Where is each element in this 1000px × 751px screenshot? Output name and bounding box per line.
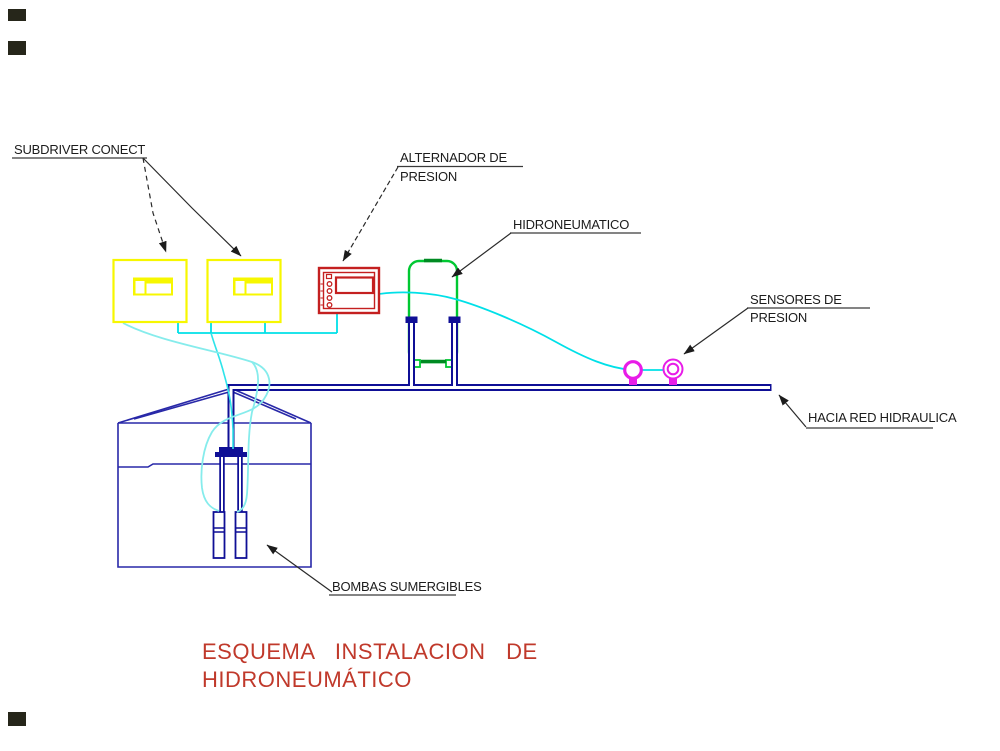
pump-body-left bbox=[212, 511, 226, 559]
alternator-display bbox=[334, 276, 375, 295]
leader-hidroneumatico bbox=[451, 232, 512, 278]
hydropneumatic-tank bbox=[407, 258, 459, 368]
main-pipe bbox=[227, 384, 772, 453]
leader-subdriver-1 bbox=[142, 157, 167, 253]
corner-marks bbox=[8, 9, 26, 726]
pressure-sensors bbox=[623, 358, 684, 385]
pump-cable-center bbox=[210, 332, 234, 449]
leader-hacia bbox=[778, 394, 807, 428]
sensor1-stem bbox=[629, 377, 637, 385]
leader-lines bbox=[12, 157, 933, 596]
drawing-title-line2: HIDRONEUMÁTICO bbox=[202, 667, 412, 692]
pump-cable-loop-left bbox=[122, 322, 271, 512]
leader-alternador bbox=[342, 166, 399, 262]
pressure-alternator bbox=[317, 266, 381, 315]
water-level-line bbox=[118, 463, 311, 468]
label-sensores-1: SENSORES DE bbox=[750, 292, 842, 307]
subdriver-boxes bbox=[112, 258, 282, 324]
label-alternador-2: PRESION bbox=[400, 169, 458, 184]
riser-cap-left bbox=[405, 316, 418, 323]
label-alternador-1: ALTERNADOR DE bbox=[400, 150, 507, 165]
pump-manifold bbox=[215, 452, 247, 457]
pump-body-right bbox=[234, 511, 248, 559]
subdriver-box-1 bbox=[112, 258, 188, 324]
leader-bombas bbox=[266, 544, 333, 593]
water-tank bbox=[117, 388, 312, 568]
label-hidroneumatico: HIDRONEUMATICO bbox=[513, 217, 630, 232]
control-wiring bbox=[122, 291, 671, 513]
sensor-signal-wire bbox=[378, 291, 671, 371]
label-bombas: BOMBAS SUMERGIBLES bbox=[332, 579, 482, 594]
pump-manifold-flange bbox=[219, 447, 243, 452]
subdriver-box-2 bbox=[206, 258, 282, 324]
leader-subdriver-2 bbox=[142, 157, 242, 257]
submersible-pumps bbox=[212, 511, 248, 559]
controller-bus bbox=[177, 313, 338, 334]
sensor2-outer bbox=[662, 358, 684, 380]
sensor1 bbox=[623, 360, 643, 380]
pipe-network bbox=[215, 316, 772, 513]
sensor2-stem bbox=[669, 377, 677, 385]
label-hacia-red: HACIA RED HIDRAULICA bbox=[808, 410, 957, 425]
sensor2-inner bbox=[666, 362, 680, 376]
riser-cap-right bbox=[448, 316, 461, 323]
label-subdriver: SUBDRIVER CONECT bbox=[14, 142, 146, 157]
drawing-title-line1: ESQUEMA INSTALACION DE bbox=[202, 639, 538, 664]
pump-cable-loop-right bbox=[236, 361, 259, 513]
label-sensores-2: PRESION bbox=[750, 310, 808, 325]
leader-sensores bbox=[683, 307, 749, 355]
